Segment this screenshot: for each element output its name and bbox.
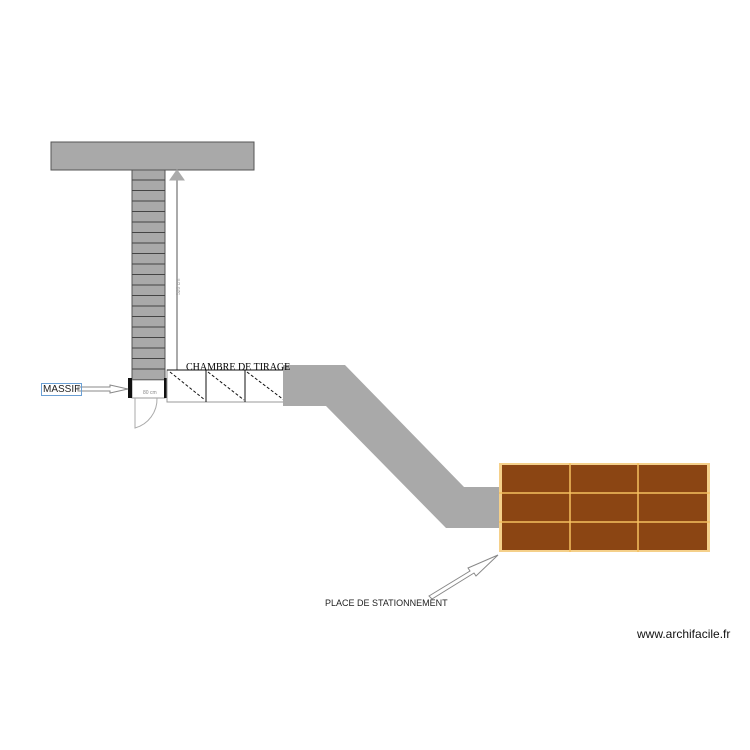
dimension-label: 520 cm [176,279,182,295]
door-width-label: 80 cm [143,390,157,396]
massif-label[interactable]: MASSIF [41,383,83,396]
gray-path[interactable] [283,365,500,528]
chambre-label: CHAMBRE DE TIRAGE [186,362,291,373]
dimension-line [169,169,185,381]
chambre-de-tirage[interactable] [166,369,287,403]
parking-arrow [428,554,499,600]
top-wall[interactable] [50,141,255,171]
massif-arrow [77,384,129,394]
parking-label: PLACE DE STATIONNEMENT [325,598,448,608]
watermark: www.archifacile.fr [637,627,731,641]
parking-space[interactable] [499,463,710,552]
door[interactable] [128,378,168,429]
staircase[interactable] [131,169,166,381]
